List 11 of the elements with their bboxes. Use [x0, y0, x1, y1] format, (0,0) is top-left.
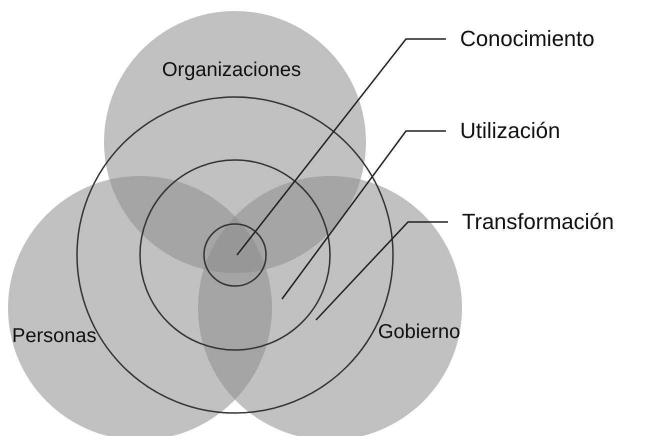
circle-label: Personas — [12, 324, 96, 348]
ring-outline — [138, 158, 332, 352]
ring-outline — [202, 222, 268, 288]
ring-label: Conocimiento — [460, 26, 595, 52]
leader-line — [315, 221, 448, 321]
circle-label: Organizaciones — [162, 58, 301, 82]
ring-label: Utilización — [460, 118, 560, 144]
ring-label: Transformación — [462, 209, 614, 235]
leader-line — [236, 38, 446, 256]
circle-label: Gobierno — [378, 320, 460, 344]
leader-line — [281, 130, 446, 300]
